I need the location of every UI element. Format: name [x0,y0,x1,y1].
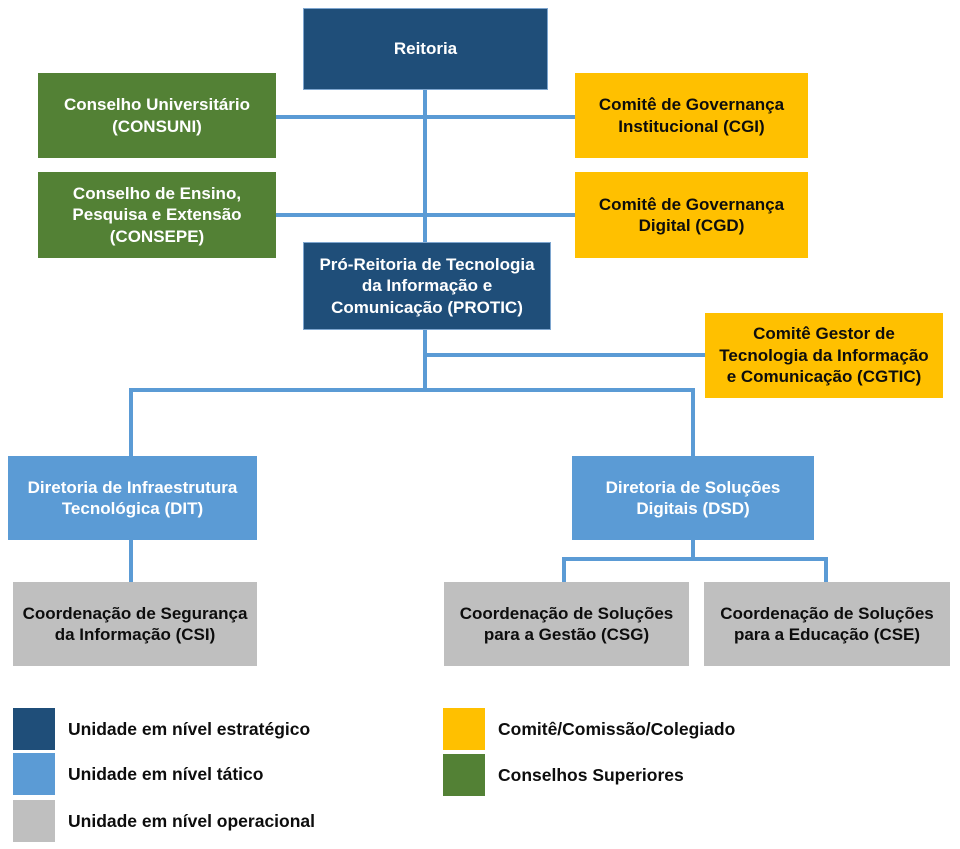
legend-label-council: Conselhos Superiores [498,764,684,785]
connector-directorates-horizontal [129,388,695,392]
connector-protic-stem [423,330,427,392]
node-dit: Diretoria de Infraestrutura Tecnológica … [8,456,257,540]
legend-item-council: Conselhos Superiores [443,754,684,796]
node-cgtic: Comitê Gestor de Tecnologia da Informaçã… [705,313,943,398]
legend-label-committee: Comitê/Comissão/Colegiado [498,718,736,739]
legend-label-strategic: Unidade em nível estratégico [68,718,311,739]
connector-drop-dsd [691,388,695,456]
connector-drop-cse [824,557,828,582]
council-color-swatch [443,754,485,796]
node-cgi: Comitê de Governança Institucional (CGI) [575,73,808,158]
node-dsd: Diretoria de Soluções Digitais (DSD) [572,456,814,540]
connector-consuni-cgi [275,115,576,119]
tactical-color-swatch [13,753,55,795]
node-reitoria: Reitoria [303,8,548,90]
node-consuni: Conselho Universitário (CONSUNI) [38,73,276,158]
connector-dit-csi [129,540,133,582]
committee-color-swatch [443,708,485,750]
legend-label-tactical: Unidade em nível tático [68,763,264,784]
connector-drop-csg [562,557,566,582]
legend-item-operational: Unidade em nível operacional [13,800,315,842]
legend-item-tactical: Unidade em nível tático [13,753,263,795]
connector-drop-dit [129,388,133,456]
node-consepe: Conselho de Ensino, Pesquisa e Extensão … [38,172,276,258]
connector-dsd-stem [691,540,695,561]
node-protic: Pró-Reitoria de Tecnologia da Informação… [303,242,551,330]
node-cgd: Comitê de Governança Digital (CGD) [575,172,808,258]
connector-reitoria-protic [423,90,427,243]
node-cse: Coordenação de Soluções para a Educação … [704,582,950,666]
operational-color-swatch [13,800,55,842]
legend-item-strategic: Unidade em nível estratégico [13,708,310,750]
legend-label-operational: Unidade em nível operacional [68,810,316,831]
connector-consepe-cgd [275,213,576,217]
node-csi: Coordenação de Segurança da Informação (… [13,582,257,666]
legend-item-committee: Comitê/Comissão/Colegiado [443,708,735,750]
connector-coordinations-horizontal [562,557,828,561]
node-csg: Coordenação de Soluções para a Gestão (C… [444,582,689,666]
connector-protic-cgtic [423,353,706,357]
strategic-color-swatch [13,708,55,750]
